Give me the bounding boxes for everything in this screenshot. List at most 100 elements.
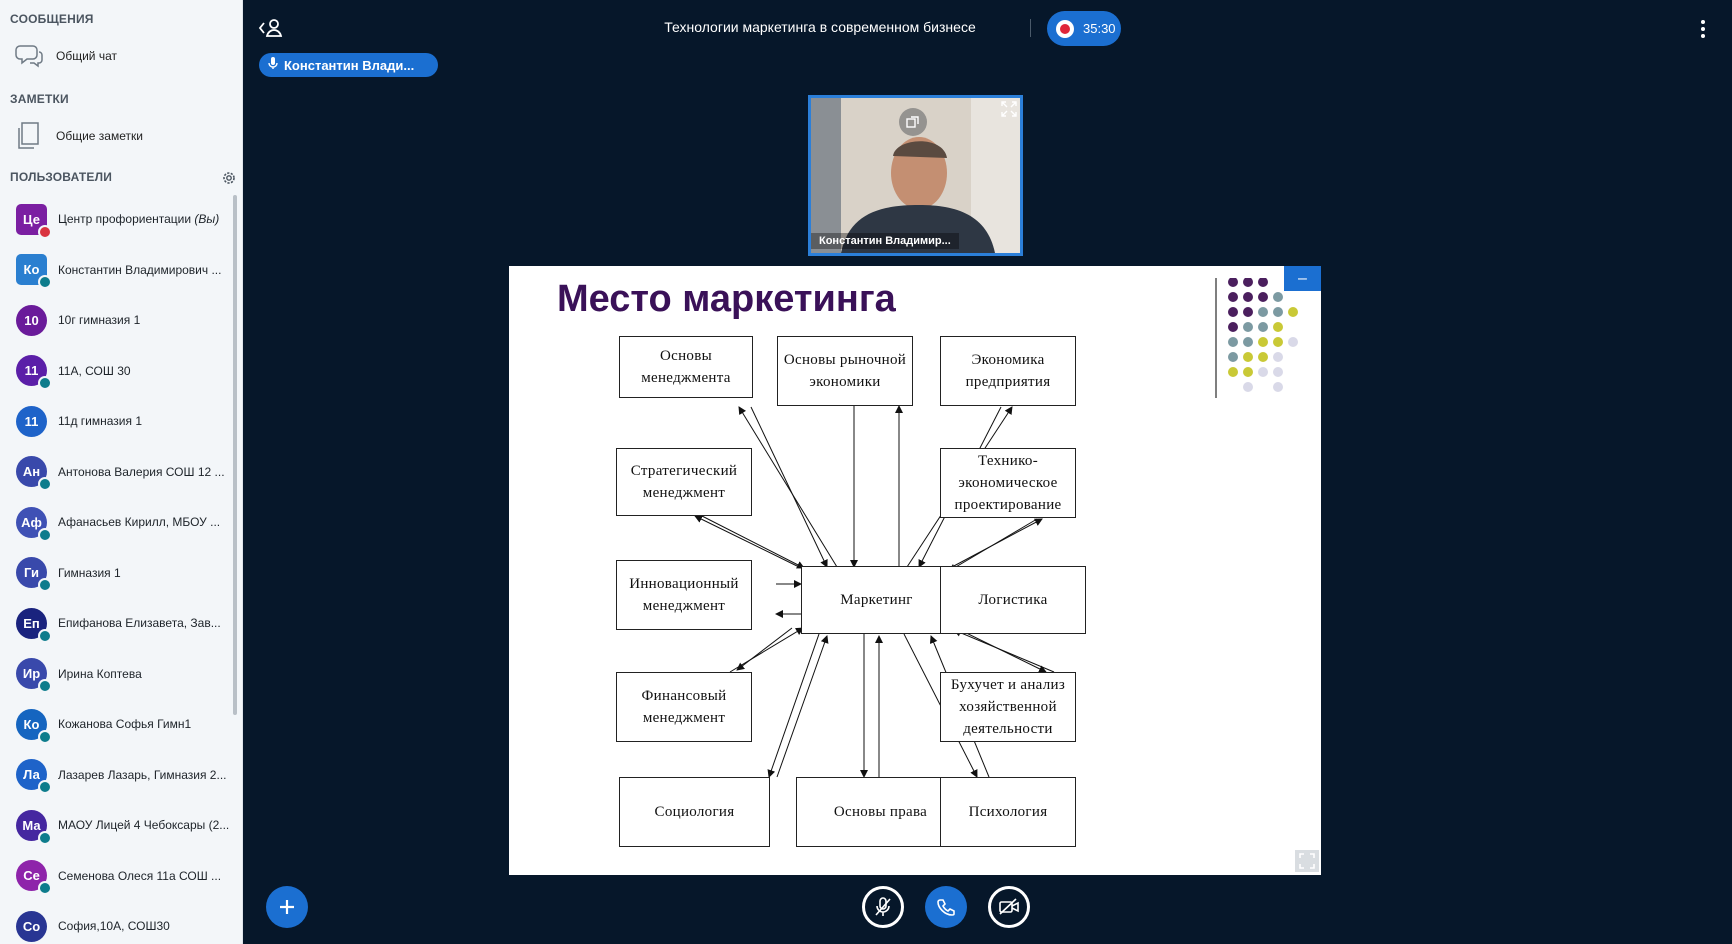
headphones-icon bbox=[38, 729, 52, 744]
talker-name: Константин Влади... bbox=[284, 57, 415, 73]
muted-icon bbox=[38, 224, 52, 239]
minimize-presentation-button[interactable]: – bbox=[1284, 266, 1321, 291]
box-sociology: Социология bbox=[619, 777, 770, 847]
notes-icon bbox=[14, 121, 44, 151]
avatar: Се bbox=[16, 860, 52, 895]
avatar: Ма bbox=[16, 809, 52, 845]
microphone-muted-icon bbox=[875, 897, 891, 916]
avatar: Ги bbox=[16, 557, 52, 592]
avatar: 11 bbox=[16, 355, 52, 390]
record-icon bbox=[1056, 19, 1074, 38]
box-marketing-center: Маркетинг bbox=[801, 566, 952, 634]
chat-icon bbox=[14, 41, 44, 71]
public-chat-item[interactable]: Общий чат bbox=[14, 38, 117, 74]
actions-plus-button[interactable] bbox=[266, 886, 308, 928]
sidebar: СООБЩЕНИЯ Общий чат ЗАМЕТКИ Общие заметк… bbox=[0, 0, 243, 944]
talking-indicator[interactable]: Константин Влади... bbox=[259, 53, 438, 77]
sidebar-scrollbar[interactable] bbox=[233, 195, 237, 715]
avatar: Це bbox=[16, 203, 52, 239]
webcam-name: Константин Владимир... bbox=[811, 233, 959, 249]
share-webcam-button[interactable] bbox=[988, 886, 1030, 928]
slide-title: Место маркетинга bbox=[557, 278, 896, 320]
expand-icon[interactable] bbox=[1000, 100, 1018, 118]
avatar: Ко bbox=[16, 708, 52, 744]
user-list-item[interactable]: Еп Епифанова Елизавета, Зав... bbox=[16, 603, 236, 643]
user-name: Константин Владимирович ... bbox=[58, 262, 222, 277]
shared-notes-label: Общие заметки bbox=[56, 129, 143, 143]
avatar: Со bbox=[16, 910, 47, 942]
fullscreen-icon[interactable] bbox=[1295, 850, 1319, 872]
decorative-dots bbox=[1215, 278, 1298, 398]
user-name: 11д гимназия 1 bbox=[58, 414, 142, 428]
user-list-item[interactable]: Се Семенова Олеся 11а СОШ ... bbox=[16, 856, 236, 896]
user-name: София,10А, СОШ30 bbox=[58, 919, 170, 933]
microphone-icon bbox=[268, 56, 278, 75]
user-list-item[interactable]: Ир Ирина Коптева bbox=[16, 654, 236, 694]
headphones-icon bbox=[38, 477, 52, 491]
phone-icon bbox=[937, 899, 955, 916]
meeting-title: Технологии маркетинга в современном бизн… bbox=[664, 19, 976, 35]
headphones-icon bbox=[38, 830, 52, 845]
user-name: 11А, СОШ 30 bbox=[58, 363, 131, 378]
user-list-item[interactable]: Це Центр профориентации (Вы) bbox=[16, 199, 236, 239]
user-name: Епифанова Елизавета, Зав... bbox=[58, 616, 221, 630]
user-name: Кожанова Софья Гимн1 bbox=[58, 717, 192, 731]
public-chat-label: Общий чат bbox=[56, 49, 117, 63]
avatar: 11 bbox=[16, 405, 47, 437]
webcam-image bbox=[811, 98, 1020, 253]
recording-time: 35:30 bbox=[1083, 21, 1116, 36]
box-logistics: Логистика bbox=[940, 566, 1086, 634]
user-name: Центр профориентации (Вы) bbox=[58, 212, 220, 226]
microphone-icon bbox=[38, 275, 52, 289]
recording-indicator[interactable]: 35:30 bbox=[1047, 11, 1121, 46]
headphones-icon bbox=[38, 628, 52, 643]
headphones-icon bbox=[38, 578, 52, 592]
user-name: Семенова Олеся 11а СОШ ... bbox=[58, 868, 222, 883]
webcam-video[interactable]: Константин Владимир... bbox=[808, 95, 1023, 256]
user-list-item[interactable]: Со София,10А, СОШ30 bbox=[16, 906, 236, 944]
user-list-item[interactable]: 11 11А, СОШ 30 bbox=[16, 351, 236, 391]
avatar: Еп bbox=[16, 607, 52, 643]
user-list-item[interactable]: Ко Кожанова Софья Гимн1 bbox=[16, 704, 236, 744]
avatar: Ир bbox=[16, 658, 52, 693]
user-list-item[interactable]: 11 11д гимназия 1 bbox=[16, 401, 236, 441]
user-name: Антонова Валерия СОШ 12 ... bbox=[58, 464, 225, 479]
presentation-slide[interactable]: Место маркетинга – bbox=[509, 266, 1321, 875]
swap-video-icon[interactable] bbox=[899, 108, 927, 136]
diagram-arrows bbox=[694, 405, 1055, 778]
mute-microphone-button[interactable] bbox=[862, 886, 904, 928]
user-name: Лазарев Лазарь, Гимназия 2... bbox=[58, 767, 227, 782]
toggle-userlist-button[interactable] bbox=[258, 16, 284, 40]
gear-icon[interactable] bbox=[221, 170, 237, 186]
headphones-icon bbox=[38, 780, 52, 794]
user-list-item[interactable]: Ма МАОУ Лицей 4 Чебоксары (2... bbox=[16, 805, 236, 845]
shared-notes-item[interactable]: Общие заметки bbox=[14, 118, 143, 154]
headphones-icon bbox=[38, 376, 52, 390]
user-name: Афанасьев Кирилл, МБОУ ... bbox=[58, 515, 221, 529]
user-name: МАОУ Лицей 4 Чебоксары (2... bbox=[58, 818, 230, 832]
messages-section-title: СООБЩЕНИЯ bbox=[10, 12, 94, 26]
user-name: Ирина Коптева bbox=[58, 666, 142, 681]
box-psychology: Психология bbox=[940, 777, 1076, 847]
box-law-basics: Основы права bbox=[796, 777, 965, 847]
avatar: 10 bbox=[16, 304, 47, 336]
title-divider bbox=[1030, 19, 1031, 37]
more-options-icon[interactable] bbox=[1698, 18, 1708, 40]
leave-audio-button[interactable] bbox=[925, 886, 967, 928]
headphones-icon bbox=[38, 527, 52, 542]
